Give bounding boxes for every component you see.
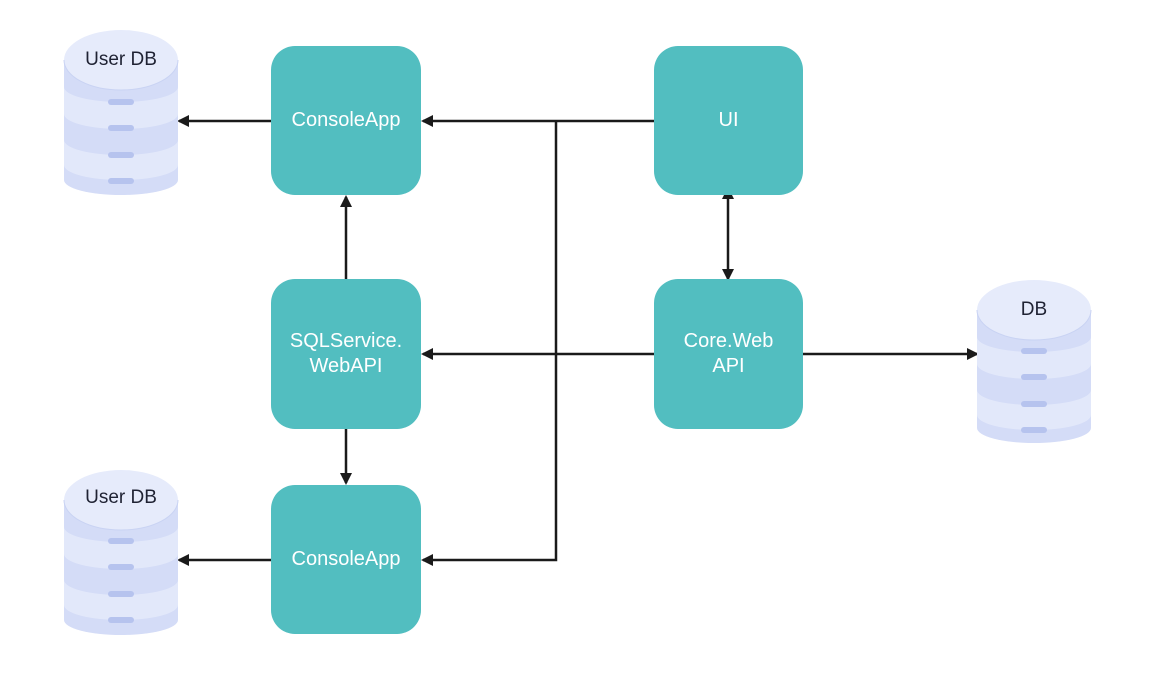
database-user-db-bottom-label: User DB — [85, 487, 157, 508]
node-core-web-api-label: Core.Web API — [683, 330, 774, 377]
edge-ui-to-console-bottom — [421, 121, 558, 566]
node-core-web-api[interactable]: Core.Web API — [654, 279, 803, 429]
node-console-app-top[interactable]: ConsoleApp — [271, 46, 421, 195]
node-ui[interactable]: UI — [654, 46, 803, 195]
database-db-right[interactable]: DB — [976, 280, 1092, 445]
database-db-right-label: DB — [1020, 299, 1048, 320]
database-user-db-top-label: User DB — [85, 49, 157, 70]
database-icon — [976, 280, 1092, 443]
node-ui-label: UI — [718, 109, 739, 131]
node-sql-service-webapi[interactable]: SQLService. WebAPI — [271, 279, 421, 429]
database-user-db-bottom[interactable]: User DB — [63, 470, 179, 635]
node-sql-service-webapi-label: SQLService. WebAPI — [289, 330, 403, 377]
node-console-app-bottom-label: ConsoleApp — [291, 548, 401, 570]
node-console-app-top-label: ConsoleApp — [291, 109, 401, 131]
database-icon — [63, 30, 179, 195]
database-icon — [63, 470, 179, 635]
database-user-db-top[interactable]: User DB — [63, 30, 179, 195]
node-console-app-bottom[interactable]: ConsoleApp — [271, 485, 421, 634]
